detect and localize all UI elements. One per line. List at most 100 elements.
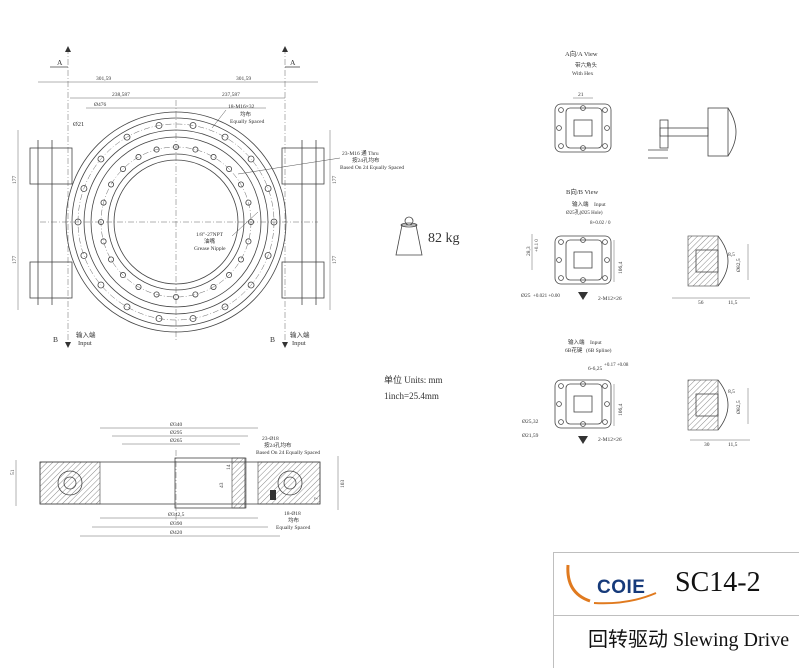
v177-ur: 177: [332, 176, 338, 185]
bolt-hole: [172, 143, 179, 150]
section-a-left-label: A: [57, 58, 63, 67]
dim-238-left: 238,587: [112, 92, 130, 98]
bb-side-825: Ø82,5: [736, 400, 742, 414]
input-cn-left: 输入端: [76, 330, 96, 339]
bolt-hole: [247, 155, 255, 163]
mount-hole: [580, 277, 586, 283]
bb-input-cn: 输入端: [568, 338, 585, 346]
logo-text: COIE: [597, 577, 646, 598]
mount-hole: [580, 105, 586, 111]
bt-key-spec: Ø25孔(Ø25 Hole): [566, 209, 603, 216]
plan-view: A A 301,59 301,59 238,587 237,587 Ø476 Ø…: [12, 46, 404, 348]
bolt-hole: [189, 122, 197, 129]
mount-hole: [602, 143, 608, 149]
mount-hole: [602, 107, 608, 113]
title-divider: [554, 615, 799, 616]
title-block: COIE SC14-2 回转驱动 Slewing Drive: [553, 552, 799, 668]
a-view-dim-21: 21: [578, 92, 584, 98]
dim-301-right: 301,59: [236, 76, 251, 82]
bolt-inner-en: Based On 24 Equally Spaced: [340, 165, 404, 171]
bolt-hole: [155, 315, 163, 322]
bt-dim-28: 28,3: [526, 246, 532, 256]
bb-bolt: 2-M12×26: [598, 437, 622, 443]
grease-cn: 油嘴: [204, 237, 216, 245]
bolt-hole: [135, 154, 142, 161]
bt-dim-tol28: +0.1 0: [535, 239, 540, 252]
mount-hole: [556, 257, 562, 263]
mount-hole: [556, 401, 562, 407]
bt-input-en: Input: [594, 202, 606, 208]
bb-dia-2159: Ø21,59: [522, 433, 539, 439]
bolt-hole: [237, 181, 244, 188]
bolt-hole: [189, 315, 197, 322]
bolt-hole: [270, 218, 278, 226]
grease-spec: 1/8"-27NPT: [196, 232, 224, 238]
sv-h43: 43: [219, 482, 225, 488]
grease-en: Grease Nipple: [194, 246, 226, 252]
sv-bolt-bottom-en: Equally Spaced: [276, 525, 311, 531]
logo-swoosh-icon: [566, 564, 657, 605]
mount-hole: [580, 381, 586, 387]
bolt-hole: [221, 303, 229, 311]
mount-hole: [558, 239, 564, 245]
bolt-hole: [74, 218, 82, 226]
bb-dia-2532: Ø25,32: [522, 419, 539, 425]
sv-d295: Ø295: [170, 430, 182, 436]
bb-side-115: 11,5: [728, 442, 738, 448]
bolt-hole: [135, 283, 142, 290]
bolt-hole: [226, 272, 233, 279]
bolt-hole: [210, 154, 217, 161]
input-en-right: Input: [292, 340, 306, 347]
mount-hole: [602, 383, 608, 389]
bolt-hole: [153, 146, 160, 153]
a-view-note-cn: 带六角头: [575, 61, 598, 69]
bt-side-115: 11,5: [728, 300, 738, 306]
v177-lr: 177: [332, 256, 338, 265]
bt-side-825: Ø82,5: [736, 258, 742, 272]
sv-bolt-top-cn: 按24孔均布: [264, 441, 292, 449]
bolt-inner-spec: 23-M16 通 Thru: [342, 149, 379, 157]
mount-hole: [604, 257, 610, 263]
mount-hole: [580, 421, 586, 427]
dia-476-label: Ø476: [94, 102, 106, 108]
dim-301-left: 301,59: [96, 76, 111, 82]
b-view-title: B向/B View: [566, 187, 598, 196]
mount-hole: [558, 419, 564, 425]
bolt-hole: [245, 199, 252, 206]
sv-d3425: Ø342,5: [168, 512, 185, 518]
mount-hole: [558, 383, 564, 389]
bolt-hole: [80, 252, 88, 259]
bt-input-cn: 输入端: [572, 200, 589, 208]
bolt-hole: [221, 133, 229, 141]
bolt-hole: [264, 185, 272, 192]
bolt-hole: [226, 165, 233, 172]
bolt-hole: [245, 238, 252, 245]
bolt-hole: [237, 256, 244, 263]
units-line2: 1inch=25.4mm: [384, 391, 439, 401]
bolt-hole: [98, 218, 105, 225]
model-number: SC14-2: [675, 567, 761, 598]
v177-ll: 177: [12, 256, 18, 265]
weight-value: 82 kg: [428, 231, 460, 246]
bb-spline-cn: 6B花键: [565, 346, 583, 354]
bt-side-56: 56: [698, 300, 704, 306]
sv-bolt-bottom-cn: 均布: [288, 516, 300, 524]
bolt-hole: [210, 283, 217, 290]
dim-237-right: 237,587: [222, 92, 240, 98]
input-cn-right: 输入端: [290, 330, 310, 339]
bolt-outer-cn: 均布: [240, 110, 252, 118]
sv-d340: Ø340: [170, 422, 182, 428]
sv-bolt-bottom: 18-Ø18: [284, 511, 301, 517]
section-b-left-label: B: [53, 335, 58, 344]
bolt-hole: [97, 281, 105, 289]
a-view-title: A向/A View: [565, 49, 598, 58]
bolt-hole: [247, 281, 255, 289]
bb-spline-tol: +0.17 +0.08: [604, 363, 629, 368]
bt-dia-25-tol: +0.021 +0.00: [533, 294, 560, 299]
mount-hole: [602, 419, 608, 425]
sv-d390: Ø390: [170, 521, 182, 527]
mount-hole: [602, 275, 608, 281]
mount-hole: [604, 125, 610, 131]
section-b-right-label: B: [270, 335, 275, 344]
bolt-hole: [100, 238, 107, 245]
